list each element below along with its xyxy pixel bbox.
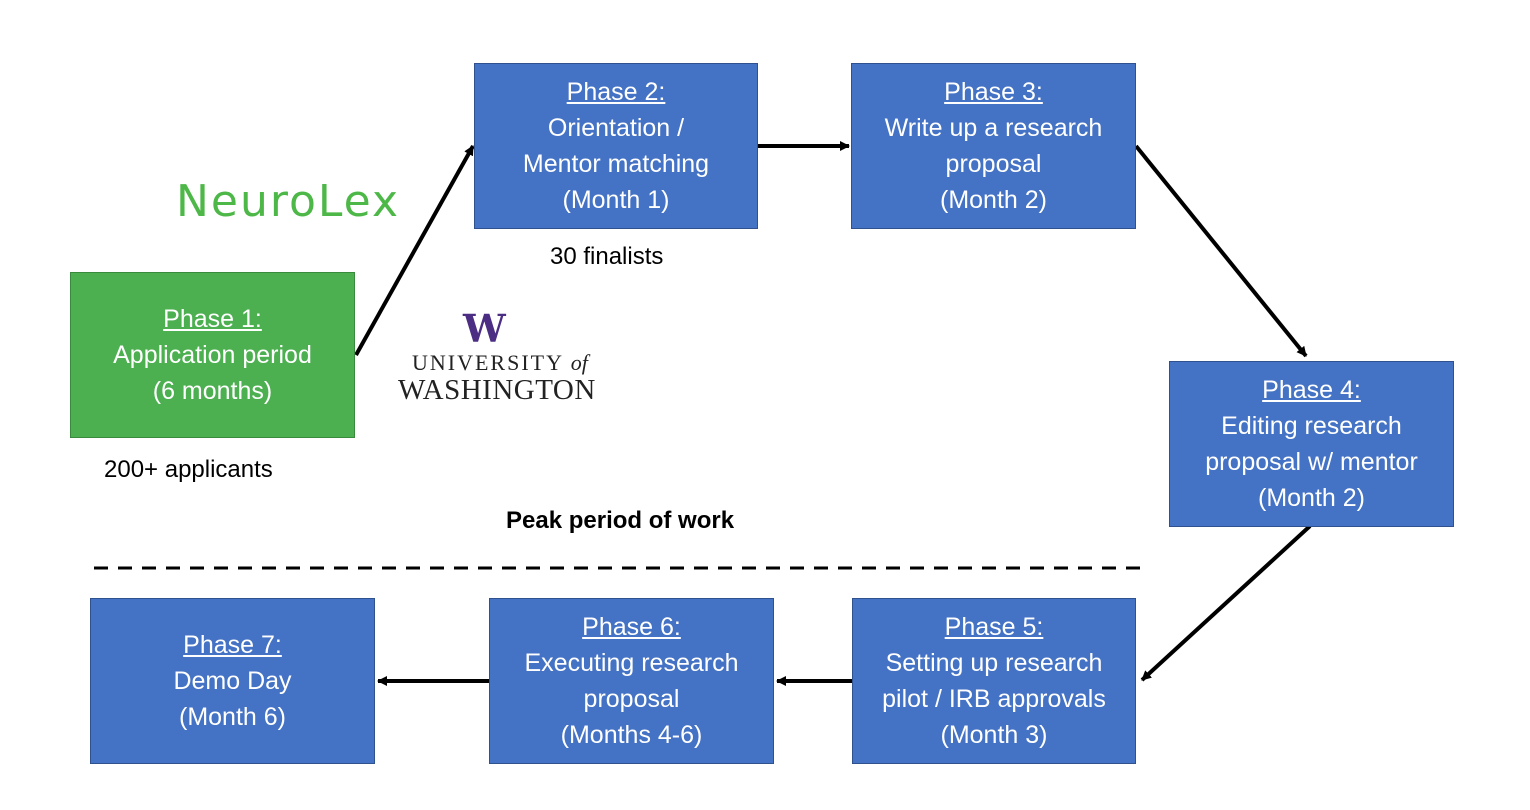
phase-1-box: Phase 1: Application period (6 months) [70, 272, 355, 438]
arrow-phase4-to-phase5 [1140, 524, 1312, 682]
phase-text: Orientation / [547, 114, 685, 142]
phase-text: proposal w/ mentor [1205, 448, 1418, 476]
phase-text: (Month 2) [940, 186, 1047, 214]
phase-text: Editing research [1221, 412, 1402, 440]
phase-text: Demo Day [173, 667, 292, 695]
phase-6-box: Phase 6: Executing research proposal (Mo… [489, 598, 774, 764]
phase-text: proposal [583, 685, 680, 713]
phase-title: Phase 1: [163, 305, 262, 333]
phase-text: (Months 4-6) [560, 721, 703, 749]
phase-title: Phase 6: [582, 613, 681, 641]
uw-logo-line2: WASHINGTON [398, 374, 596, 406]
phase-title: Phase 2: [566, 78, 666, 106]
phase-3-box: Phase 3: Write up a research proposal (M… [851, 63, 1136, 229]
phase-7-box: Phase 7: Demo Day (Month 6) [90, 598, 375, 764]
phase-text: pilot / IRB approvals [882, 685, 1106, 713]
phase-title: Phase 4: [1262, 376, 1361, 404]
uw-university-text: UNIVERSITY [412, 350, 564, 375]
phase-text: (Month 3) [940, 721, 1048, 749]
applicants-note: 200+ applicants [104, 456, 273, 483]
arrow-phase3-to-phase4 [1134, 144, 1308, 358]
phase-4-box: Phase 4: Editing research proposal w/ me… [1169, 361, 1454, 527]
phase-text: (Month 2) [1258, 484, 1365, 512]
phase-text: Write up a research [884, 114, 1103, 142]
phase-text: Setting up research [885, 649, 1103, 677]
phase-2-box: Phase 2: Orientation / Mentor matching (… [474, 63, 758, 229]
phase-text: Application period [113, 341, 312, 369]
phase-text: (Month 1) [562, 186, 670, 214]
phase-text: Executing research [524, 649, 739, 677]
finalists-note: 30 finalists [550, 243, 664, 270]
phase-text: proposal [945, 150, 1042, 178]
phase-5-box: Phase 5: Setting up research pilot / IRB… [852, 598, 1136, 764]
phase-title: Phase 3: [944, 78, 1043, 106]
uw-w-mark-icon: W [463, 306, 506, 351]
phase-text: (Month 6) [179, 703, 286, 731]
neurolex-logo: NeuroLex [176, 176, 400, 227]
phase-text: (6 months) [152, 377, 273, 405]
phase-title: Phase 7: [183, 631, 282, 659]
arrow-phase1-to-phase2 [354, 145, 475, 356]
uw-logo-line1: UNIVERSITY of [412, 350, 588, 376]
phase-text: Mentor matching [522, 150, 710, 178]
phase-title: Phase 5: [944, 613, 1044, 641]
uw-of-text: of [570, 350, 588, 375]
peak-period-label: Peak period of work [506, 507, 735, 534]
